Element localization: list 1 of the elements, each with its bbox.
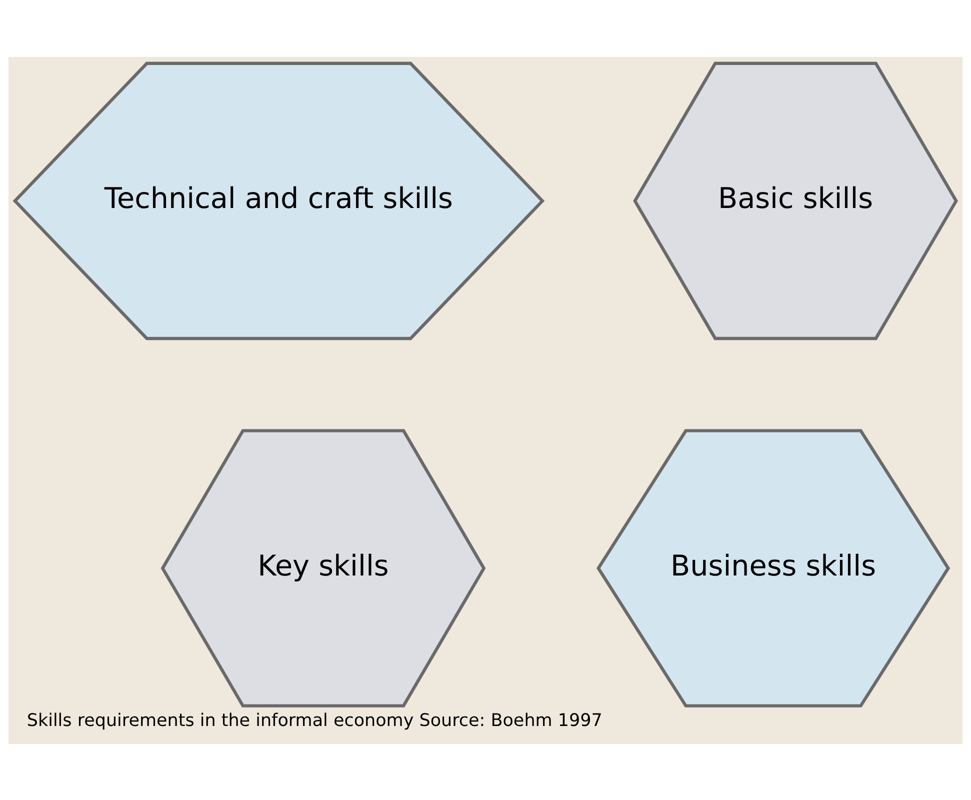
caption: Skills requirements in the informal economy Source: Boehm 1997 <box>26 710 602 731</box>
